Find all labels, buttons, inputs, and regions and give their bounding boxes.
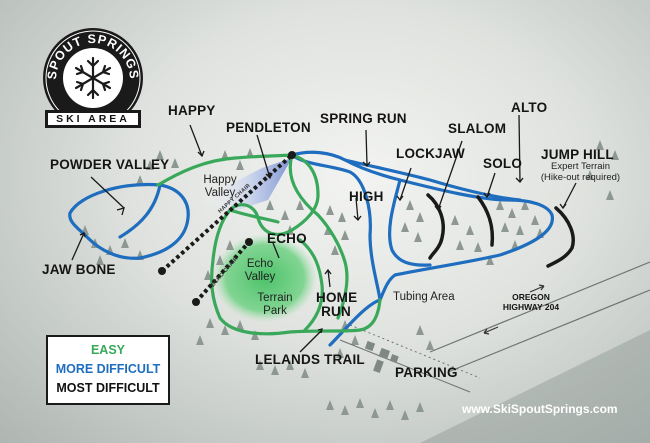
label-pointers [71, 114, 577, 353]
legend-more-difficult: MORE DIFFICULT [55, 362, 161, 376]
jump-hill-note-2: (Hike-out required) [540, 172, 621, 183]
trail-label-solo: SOLO [483, 156, 523, 171]
snowflake-icon [74, 56, 112, 100]
trail-label-jaw-bone: JAW BONE [42, 262, 116, 277]
area-label-echo-valley: Echo Valley [244, 258, 276, 284]
area-label-happy-valley: Happy Valley [203, 174, 237, 200]
highway-label: OREGON HIGHWAY 204 [495, 292, 567, 312]
trail-label-jump-hill: JUMP HILL [541, 147, 614, 162]
trail-label-powder-valley: POWDER VALLEY [50, 157, 170, 172]
trail-label-echo: ECHO [267, 231, 307, 246]
blue-trails [68, 150, 554, 347]
legend-most-difficult: MOST DIFFICULT [56, 381, 160, 395]
arrow-down-left-icon [483, 326, 499, 335]
black-trails [426, 193, 575, 268]
valley-shade [420, 330, 650, 443]
happy-valley-area [200, 158, 292, 212]
logo: SPOUT SPRINGS [43, 28, 143, 128]
area-label-parking: PARKING [395, 365, 458, 380]
arrow-up-right-icon [529, 284, 545, 293]
green-trails [156, 153, 382, 336]
trail-label-alto: ALTO [511, 100, 548, 115]
trail-label-pendleton: PENDLETON [226, 120, 311, 135]
trail-label-lelands-trail: LELANDS TRAIL [255, 352, 365, 367]
chair-lifts [158, 151, 296, 306]
trail-label-happy: HAPPY [168, 103, 216, 118]
trail-label-high: HIGH [349, 189, 384, 204]
area-label-tubing-area: Tubing Area [393, 291, 455, 303]
trail-label-slalom: SLALOM [448, 121, 507, 136]
terrain-park-area [213, 234, 317, 322]
highway [339, 261, 650, 393]
jump-hill-note-1: Expert Terrain [551, 161, 610, 172]
trail-label-home-run: HOME RUN [316, 290, 358, 320]
highway-label-line1: OREGON [512, 292, 550, 302]
legend-easy: EASY [90, 343, 126, 357]
logo-text-bottom: SKI AREA [56, 113, 130, 125]
parking-lots [364, 340, 399, 374]
trail-label-spring-run: SPRING RUN [320, 111, 407, 126]
difficulty-legend: EASY MORE DIFFICULT MOST DIFFICULT [46, 335, 170, 405]
highway-label-line2: HIGHWAY 204 [502, 302, 560, 313]
website-link[interactable]: www.SkiSpoutSprings.com [462, 402, 618, 416]
area-label-terrain-park: Terrain Park [257, 292, 293, 318]
trail-label-lockjaw: LOCKJAW [396, 146, 465, 161]
